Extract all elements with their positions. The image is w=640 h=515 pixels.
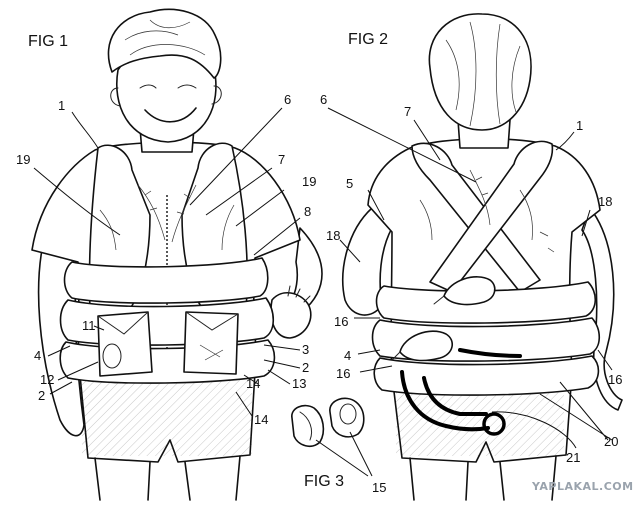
- valve-cap-right: [329, 397, 365, 438]
- valve-cap-left: [291, 404, 325, 448]
- fig-1-label: FIG 1: [28, 33, 68, 50]
- pocket-right-flap: [185, 311, 239, 331]
- right-arm-back: [581, 207, 623, 411]
- ref-num-2-fig1-right: 2: [302, 360, 309, 375]
- fingers-front: [287, 285, 311, 303]
- heavy-tube-line-lower: [400, 370, 490, 432]
- heavy-tube-line-upper: [458, 348, 522, 358]
- ref-num-4-fig2: 4: [344, 348, 351, 363]
- ref-num-5-fig2: 5: [346, 176, 353, 191]
- legs-back: [409, 455, 557, 501]
- head-back: [428, 13, 532, 131]
- valve-cap-left-rim: [299, 411, 313, 441]
- legs-front: [94, 455, 241, 501]
- valve-cap-right-opening: [339, 403, 357, 425]
- ref-num-19-fig1-right: 19: [302, 174, 316, 189]
- left-arm-back: [342, 207, 393, 316]
- figure-1-front-view: [31, 8, 323, 501]
- leaders-fig3: [315, 431, 373, 477]
- inflatable-tube-3-back: [373, 355, 600, 396]
- ears-front: [110, 85, 222, 107]
- hamster-lower-back: [399, 330, 453, 362]
- inflatable-tube-1-front: [63, 257, 269, 304]
- hand-front: [270, 292, 312, 339]
- ref-num-13-fig1: 13: [292, 376, 306, 391]
- ref-num-14-fig1-lower: 14: [254, 412, 268, 427]
- ref-num-3-fig1: 3: [302, 342, 309, 357]
- ref-num-16-fig2-right: 16: [608, 372, 622, 387]
- ref-num-16-fig2-lower: 16: [336, 366, 350, 381]
- fig-3-label: FIG 3: [304, 473, 344, 490]
- ref-num-4-fig1: 4: [34, 348, 41, 363]
- heavy-tube-loop: [482, 412, 506, 436]
- hair-strands-front: [124, 19, 206, 56]
- shorts-front-hatching: [82, 378, 252, 456]
- fig-2-label: FIG 2: [348, 31, 388, 48]
- ref-num-18-fig2-left: 18: [326, 228, 340, 243]
- ref-num-18-fig2-right: 18: [598, 194, 612, 209]
- ref-num-14-fig1-upper: 14: [246, 376, 260, 391]
- figure-3-valve-caps: [291, 397, 373, 477]
- ref-num-16-fig2-upper: 16: [334, 314, 348, 329]
- mouth-front: [144, 107, 197, 123]
- pocket-left-flap: [97, 311, 149, 335]
- ref-num-12-fig1: 12: [40, 372, 54, 387]
- ref-num-2-fig1-left: 2: [38, 388, 45, 403]
- leaders-fig1: [33, 107, 301, 417]
- watermark: YAPLAKAL.COM: [531, 480, 634, 493]
- pocket-right-item: [199, 344, 224, 361]
- pocket-right-front: [183, 311, 239, 375]
- hamster-upper-back: [443, 276, 496, 306]
- ref-num-21-fig2: 21: [566, 450, 580, 465]
- ref-num-19-fig1-left: 19: [16, 152, 30, 167]
- vest-strap-back-2: [429, 140, 554, 293]
- ref-num-15-fig3: 15: [372, 480, 386, 495]
- hair-front: [107, 8, 222, 79]
- ref-num-7-fig1: 7: [278, 152, 285, 167]
- pocket-left-item: [102, 343, 122, 369]
- hair-strands-back: [445, 21, 521, 127]
- hamster-upper-tail: [433, 295, 445, 305]
- figure-2-back-view: [327, 13, 623, 501]
- ref-num-1-fig2: 1: [576, 118, 583, 133]
- eyes-front: [139, 84, 197, 89]
- ref-num-1-fig1: 1: [58, 98, 65, 113]
- floral-print-back: [419, 169, 555, 253]
- ref-num-20-fig2: 20: [604, 434, 618, 449]
- leaders-fig2: [327, 107, 613, 449]
- hamster-lower-tail: [391, 351, 401, 361]
- floral-print-front: [99, 184, 235, 251]
- ref-num-6-fig1: 6: [284, 92, 291, 107]
- ref-num-11-fig1: 11: [82, 318, 96, 333]
- ref-num-6-fig2: 6: [320, 92, 327, 107]
- ref-num-8-fig1: 8: [304, 204, 311, 219]
- pocket-left-front: [97, 311, 153, 377]
- ref-num-7-fig2: 7: [404, 104, 411, 119]
